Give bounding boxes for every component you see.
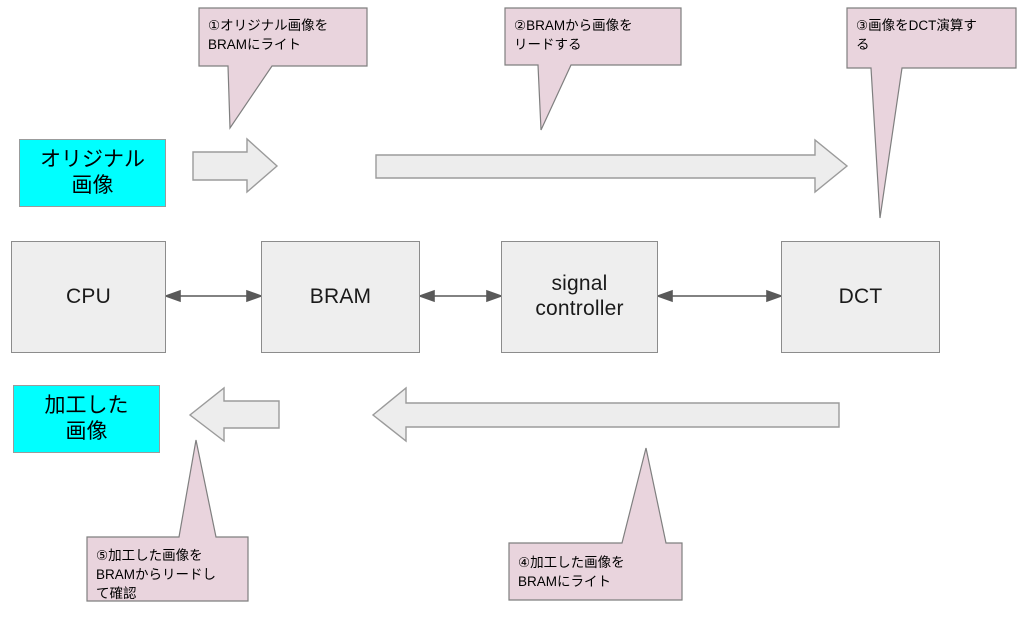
callout-1[interactable] (199, 8, 367, 66)
callout-4-balloon (508, 447, 683, 601)
module-box-dct[interactable]: DCT (781, 241, 940, 353)
image-label-processed: 加工した 画像 (44, 394, 129, 443)
connector-cpu-bram (163, 289, 264, 303)
callout-3-balloon (846, 7, 1017, 219)
callout-5[interactable] (87, 537, 248, 601)
module-label-bram: BRAM (309, 284, 372, 308)
flow-arrow-original-to-write (192, 137, 279, 194)
callout-2[interactable] (505, 8, 681, 65)
image-box-original[interactable]: オリジナル 画像 (19, 139, 166, 207)
flow-arrow-dct-to-read (371, 386, 840, 443)
callout-5-balloon (86, 439, 249, 602)
callout-4[interactable] (509, 543, 682, 600)
image-box-processed[interactable]: 加工した 画像 (13, 385, 160, 453)
callout-1-balloon (198, 7, 368, 130)
image-label-original: オリジナル 画像 (40, 148, 145, 197)
module-label-signal-controller: signal controller (535, 272, 624, 320)
flow-arrow-write-to-dct (375, 138, 849, 194)
connector-bram-signal-controller (417, 289, 504, 303)
callout-2-balloon (504, 7, 682, 131)
module-label-cpu: CPU (66, 284, 111, 308)
module-box-signal-controller[interactable]: signal controller (501, 241, 658, 353)
module-box-bram[interactable]: BRAM (261, 241, 420, 353)
module-label-dct: DCT (838, 284, 883, 308)
flow-arrow-read-to-processed (188, 386, 280, 443)
callout-3[interactable] (847, 8, 1016, 68)
module-box-cpu[interactable]: CPU (11, 241, 166, 353)
connector-signal-controller-dct (655, 289, 784, 303)
